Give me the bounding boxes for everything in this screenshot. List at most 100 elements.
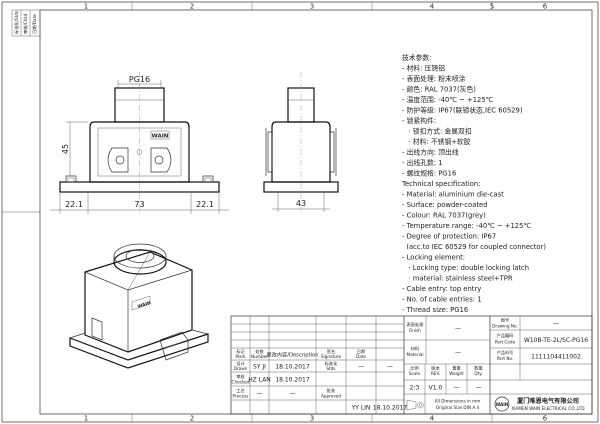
rev-label-cn: 版本 <box>431 365 440 372</box>
side-stamp-strip: 标准化/Stds 审核/Chkd 日期/Date <box>11 9 41 37</box>
drawing-no-label-cn: 图号 <box>501 318 509 324</box>
spec-cn-2: - 表面处理: 粉末喷涂 <box>402 74 466 83</box>
approved-label-en: Approved <box>321 394 341 399</box>
logo-text: WAIN <box>496 402 509 407</box>
role-checked-en: Checked <box>232 380 250 385</box>
spec-en-10: - Cable entry: top entry <box>402 285 481 293</box>
dim-pg16: PG16 <box>129 75 150 84</box>
dim-right-flange: 22.1 <box>196 200 214 209</box>
approved-date: 18.10.2017 <box>373 405 408 412</box>
front-view: PG16 WAIN 22.1 73 22.1 45 <box>50 72 229 215</box>
role-process-cn: 工艺 <box>236 388 244 393</box>
scale-label-en: Scale <box>409 371 421 376</box>
rev-number-cn: 处数 <box>255 348 264 355</box>
rev-number-en: Number <box>251 354 268 359</box>
approved-name: YY LIN <box>351 405 371 412</box>
dim-width: 73 <box>134 200 144 209</box>
iso-gland-nut <box>113 249 167 275</box>
spec-en-4: - Temperature range: -40℃ ~ +125℃ <box>402 222 531 230</box>
spec-en-1: - Material: aluminium die-cast <box>402 191 504 199</box>
role-drawn-en: Drawn <box>234 366 248 371</box>
zone-4: 4 <box>430 3 435 11</box>
rev-description: 更改内容/Description <box>266 351 318 359</box>
iso-housing <box>84 251 193 353</box>
zone-1: 1 <box>84 3 88 11</box>
part-code-label-cn: 产品编码 <box>497 332 514 339</box>
checked-date: 18.10.2017 <box>275 377 310 384</box>
role-drawn-cn: 设计 <box>236 360 244 367</box>
spec-en-7: - Locking element: <box>402 254 465 262</box>
spec-cn-0: 技术参数: <box>402 53 431 62</box>
dim-note-size: Original Size DIN A 4 <box>436 405 480 410</box>
spec-en-6: (acc.to IEC 60529 for coupled connector) <box>402 243 546 251</box>
part-code-value: W10B-TE-2L/SC-PG16 <box>524 337 588 344</box>
zone-4-bottom: 4 <box>430 415 435 423</box>
spec-cn-9: - 出线方向: 顶出线 <box>402 148 459 157</box>
spec-cn-7: · 锁扣方式: 金属双扣 <box>402 127 472 136</box>
spec-en-9: · material: stainless steel+TPR <box>402 275 513 283</box>
qty-value: — <box>476 385 482 392</box>
company-name-en: XIAMEN WAIN ELECTRICAL CO.,LTD <box>511 406 584 411</box>
process-date: — <box>290 391 296 398</box>
iso-nameplate: WAIN <box>137 300 152 310</box>
material-label-cn: 材料 <box>411 345 420 352</box>
side-flange <box>263 181 339 193</box>
stds-label-en: Stds <box>326 366 335 371</box>
dim-note-mm: All Dimensions in mm <box>435 399 481 404</box>
material-label-en: Material <box>406 352 423 357</box>
spec-cn-3: - 颜色: RAL 7037(灰色) <box>402 85 476 94</box>
role-checked-cn: 审核 <box>236 373 245 380</box>
stds-value: — <box>358 364 364 371</box>
spec-cn-6: - 锁紧构件: <box>402 116 436 125</box>
zone-2: 2 <box>190 3 194 11</box>
spec-cn-8: · 材料: 不锈钢+软胶 <box>402 137 471 146</box>
qty-label-cn: 数量 <box>474 365 482 372</box>
side-label-chkd: 审核/Chkd <box>22 13 29 34</box>
approved-label-cn: 批准 <box>327 387 335 394</box>
spec-en-0: Technical specification: <box>401 180 481 188</box>
zone-3: 3 <box>310 3 314 11</box>
stds-date: — <box>387 364 393 371</box>
spec-cn: 技术参数: - 材料: 压铸铝 - 表面处理: 粉末喷涂 - 颜色: RAL 7… <box>402 53 523 178</box>
part-code-label-en: Part Code <box>495 340 516 345</box>
spec-en-12: - Thread size: PG16 <box>402 306 468 314</box>
front-flange <box>59 181 220 193</box>
front-nameplate: WAIN <box>152 133 169 139</box>
spec-cn-1: - 材料: 压铸铝 <box>402 64 445 73</box>
rev-date-en: Date <box>356 354 366 359</box>
drawing-no-label-en: Drawing No. <box>492 324 518 329</box>
stds-label-cn: 标准化 <box>325 360 338 367</box>
finish-label-en: Finish <box>409 328 421 333</box>
process-name: — <box>257 391 263 398</box>
zone-labels-top: 1 2 3 4 5 6 <box>84 3 548 11</box>
drawn-name: SY JI <box>253 364 266 371</box>
zone-labels-bottom: 1 2 3 4 6 <box>84 415 548 423</box>
rev-signature-en: Signature <box>321 354 342 359</box>
rev-label-en: REV. <box>431 371 440 376</box>
qty-label-en: Qty. <box>474 371 482 376</box>
spec-cn-4: - 温度范围: -40℃ ~ +125℃ <box>402 95 494 104</box>
weight-label-en: Weight <box>449 371 464 376</box>
dim-left-flange: 22.1 <box>65 200 83 209</box>
spec-en-5: - Degree of protection: IP67 <box>402 233 496 241</box>
finish-value: — <box>455 326 461 333</box>
zone-markers <box>2 2 493 422</box>
rev-signature-cn: 签名 <box>327 348 335 355</box>
dim-height: 45 <box>61 144 70 154</box>
spec-cn-10: - 出线孔数: 1 <box>402 158 443 167</box>
checked-name: HZ LAN <box>248 377 271 384</box>
rev-value: V1.0 <box>429 385 443 392</box>
scale-label-cn: 比例 <box>410 365 418 372</box>
company-logo-icon: WAIN <box>494 396 510 412</box>
rev-mark-en: Mark <box>235 354 246 359</box>
rev-date-cn: 日期 <box>357 349 365 355</box>
weight-value: — <box>454 385 460 392</box>
spec-en-8: · Locking type: double locking latch <box>402 264 529 272</box>
projection-symbol-icon <box>406 399 424 411</box>
side-label-stds: 标准化/Stds <box>13 11 20 34</box>
spec-en: Technical specification: - Material: alu… <box>401 180 546 314</box>
zone-3-bottom: 3 <box>310 415 314 423</box>
spec-en-2: - Surface: powder-coated <box>402 201 488 209</box>
iso-flange <box>69 333 209 369</box>
